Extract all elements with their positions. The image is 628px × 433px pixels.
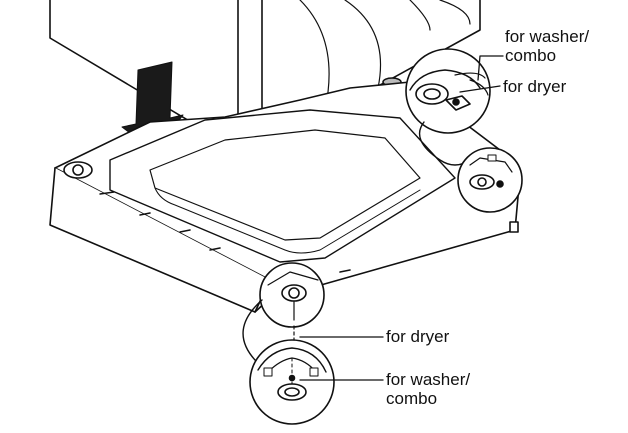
- callout-circle-right: [457, 147, 523, 213]
- callout-circle-front: [259, 262, 325, 328]
- bottom-dryer-label: for dryer: [386, 327, 450, 346]
- connector-loop-bottom: [242, 299, 263, 361]
- bottom-washer-label-line1: for washer/: [386, 370, 471, 389]
- connector-loop-top: [418, 121, 471, 166]
- pedestal-base: [49, 81, 521, 313]
- bottom-washer-label-line2: combo: [386, 389, 438, 408]
- callout-circle-bottom: [249, 339, 335, 425]
- top-washer-label-line2: combo: [505, 46, 557, 65]
- top-washer-label-line1: for washer/: [505, 27, 590, 46]
- leader-lines: [299, 55, 504, 381]
- top-dryer-label: for dryer: [503, 77, 567, 96]
- callout-circle-top: [405, 48, 491, 134]
